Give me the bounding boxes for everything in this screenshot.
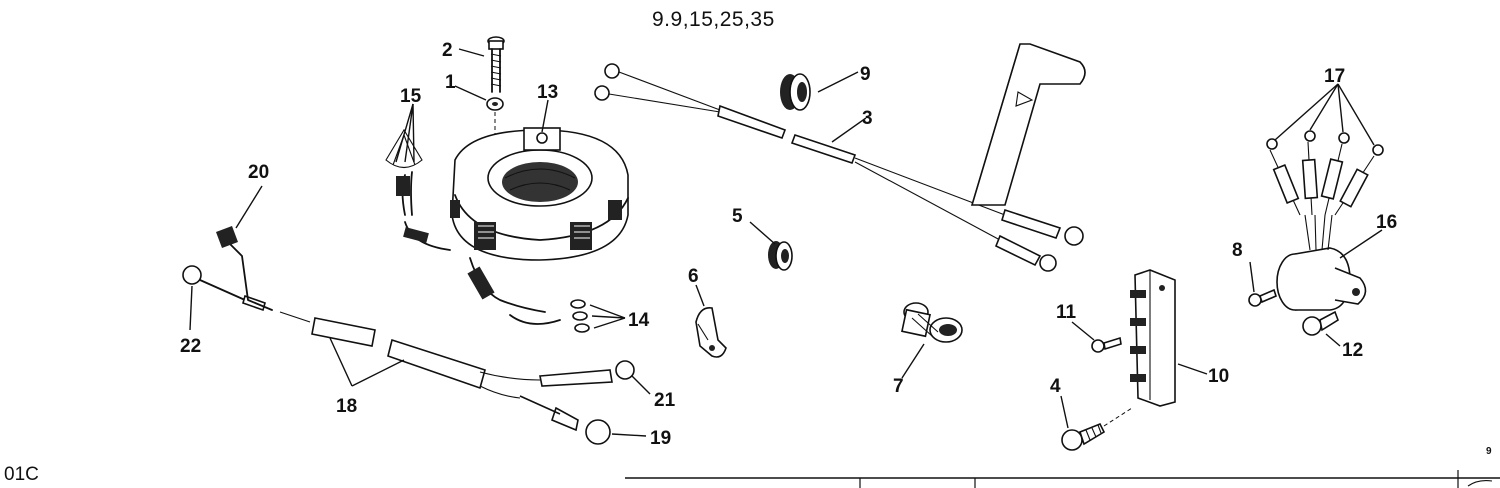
part-grommet-5 — [768, 241, 793, 271]
callout-8: 8 — [1232, 240, 1243, 261]
callout-2: 2 — [442, 40, 453, 61]
callout-18: 18 — [336, 396, 357, 417]
part-screw-8 — [1248, 288, 1277, 307]
part-connector-7 — [901, 302, 963, 343]
callout-labels: 2 1 13 15 9 3 5 6 7 11 4 10 16 8 12 17 1… — [180, 40, 1397, 449]
part-harness-18 — [182, 226, 635, 445]
part-screw-4 — [1061, 407, 1133, 451]
part-harness-3 — [594, 63, 1084, 272]
callout-10: 10 — [1208, 366, 1229, 387]
callout-15: 15 — [400, 86, 422, 107]
part-leads-17 — [1266, 130, 1384, 216]
callout-3: 3 — [862, 108, 873, 129]
callout-20: 20 — [248, 162, 269, 183]
part-screw-12 — [1302, 310, 1339, 336]
callout-11: 11 — [1056, 302, 1077, 323]
callout-21: 21 — [654, 390, 676, 411]
part-grommet-9 — [780, 73, 811, 111]
callout-7: 7 — [893, 376, 904, 397]
callout-19: 19 — [650, 428, 671, 449]
callout-16: 16 — [1376, 212, 1397, 233]
part-screw-11 — [1091, 336, 1122, 353]
part-washer-1 — [486, 97, 504, 111]
bottom-border — [625, 470, 1500, 488]
callout-4: 4 — [1050, 376, 1061, 397]
part-screw-2 — [487, 36, 505, 93]
part-terminal-block-10 — [1130, 269, 1176, 407]
part-rectifier-16 — [1276, 214, 1367, 311]
model-list-title: 9.9,15,25,35 — [652, 8, 775, 31]
callout-1: 1 — [445, 72, 456, 93]
callout-leaders — [189, 48, 1383, 437]
callout-17: 17 — [1324, 66, 1345, 87]
diagram-code: 01C — [4, 464, 39, 485]
callout-12: 12 — [1342, 340, 1363, 361]
callout-6: 6 — [688, 266, 699, 287]
page-mark: 9 — [1486, 446, 1492, 457]
callout-13: 13 — [537, 82, 558, 103]
part-leads-14 — [467, 257, 590, 333]
callout-5: 5 — [732, 206, 743, 227]
callout-22: 22 — [180, 336, 201, 357]
part-leads-15 — [385, 128, 451, 251]
part-bracket — [970, 43, 1086, 206]
part-clamp-6 — [695, 306, 727, 358]
part-stator-13 — [450, 127, 629, 261]
callout-9: 9 — [860, 64, 871, 85]
callout-14: 14 — [628, 310, 650, 331]
